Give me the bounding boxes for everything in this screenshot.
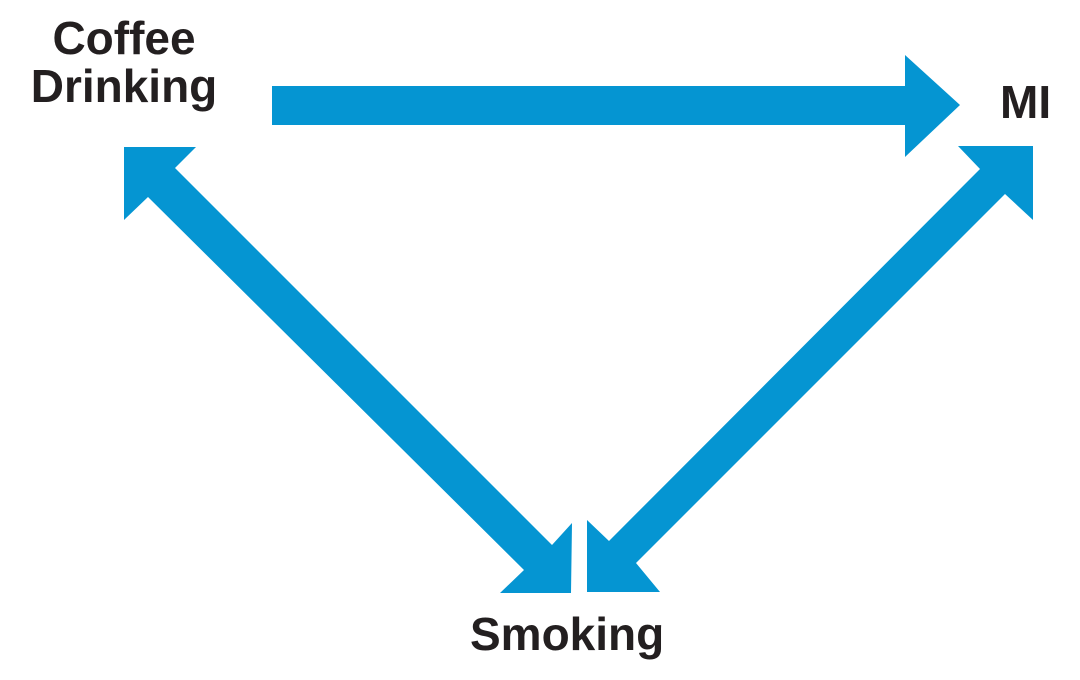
arrow-mi-smoking <box>587 146 1033 592</box>
node-coffee-drinking: Coffee Drinking <box>18 14 230 111</box>
node-coffee-line1: Coffee <box>52 12 196 64</box>
arrow-coffee-to-mi <box>272 55 960 157</box>
node-mi: MI <box>1000 76 1052 128</box>
node-coffee-line2: Drinking <box>30 60 218 113</box>
node-smoking: Smoking <box>470 608 665 660</box>
arrow-coffee-smoking <box>124 147 572 593</box>
